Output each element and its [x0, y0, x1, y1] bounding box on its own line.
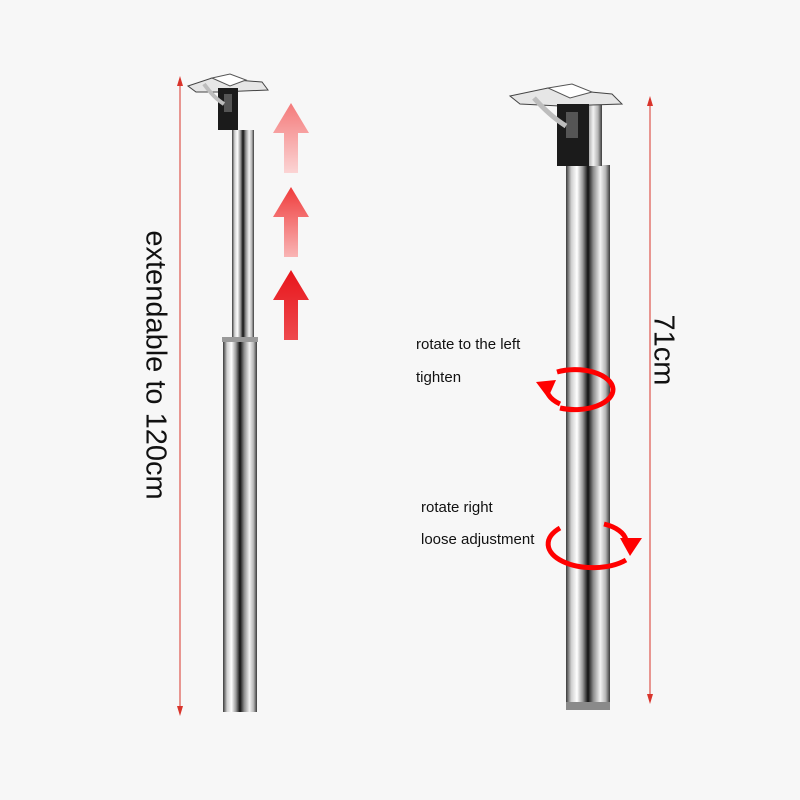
rotate-left-label: rotate to the left [416, 336, 521, 353]
loose-adjustment-label: loose adjustment [421, 531, 535, 548]
extendable-length-label: extendable to 120cm [139, 230, 172, 500]
tighten-label: tighten [416, 369, 462, 386]
arrow-up-icon [273, 103, 309, 173]
rotate-left-icon [536, 367, 616, 413]
collapsed-height-label: 71cm [647, 314, 680, 386]
right-dimension-line [647, 96, 653, 704]
left-dimension-line [177, 76, 183, 716]
arrow-up-icon [273, 270, 309, 340]
right-pole [508, 83, 624, 710]
rotate-right-icon [545, 521, 642, 571]
rotate-right-label: rotate right [421, 499, 493, 516]
extend-arrows [273, 103, 309, 340]
arrow-up-icon [273, 187, 309, 257]
right-top-bracket [508, 83, 624, 166]
left-pole [186, 73, 269, 712]
left-top-bracket [186, 73, 269, 130]
